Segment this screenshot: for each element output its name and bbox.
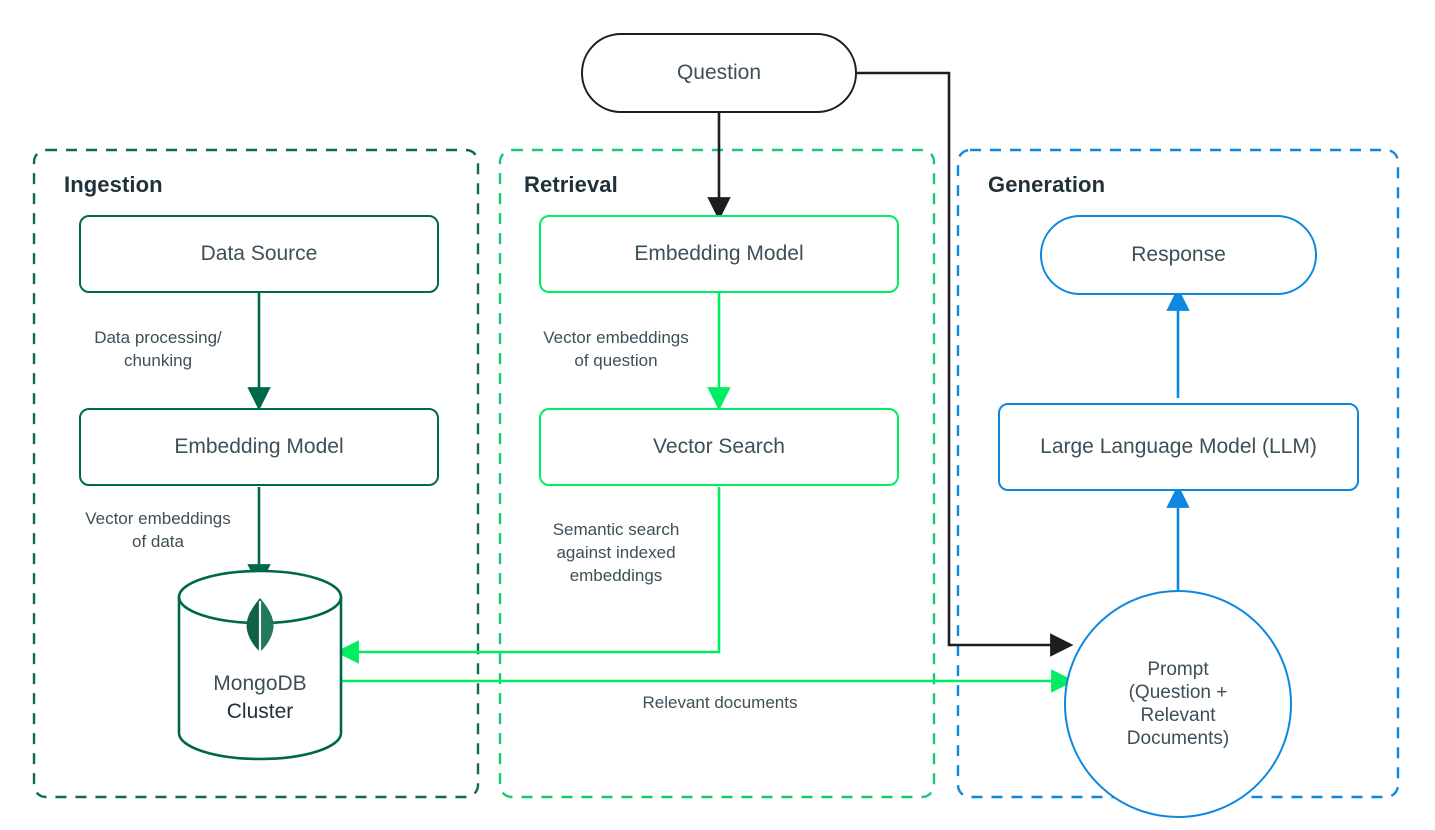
node-ingestion-embedding-model-label: Embedding Model bbox=[174, 435, 344, 459]
edge-label-vectors-question-line2: of question bbox=[574, 350, 658, 370]
node-prompt-line1: Prompt bbox=[1147, 658, 1209, 680]
edge-label-vectors-data-line1: Vector embeddings bbox=[85, 509, 231, 528]
node-llm-label: Large Language Model (LLM) bbox=[1040, 435, 1317, 459]
node-response-label: Response bbox=[1131, 243, 1226, 267]
edge-label-data-processing: Data processing/ chunking bbox=[60, 327, 256, 373]
node-prompt-line3: Relevant bbox=[1140, 705, 1216, 726]
section-frame-retrieval bbox=[498, 148, 936, 799]
edge-label-vector-embeddings-of-data: Vector embeddings of data bbox=[56, 508, 260, 554]
node-data-source[interactable]: Data Source bbox=[79, 215, 439, 293]
node-response[interactable]: Response bbox=[1040, 215, 1317, 295]
node-mongodb-name: MongoDB bbox=[213, 672, 307, 695]
edge-label-vectors-question-line1: Vector embeddings bbox=[543, 328, 689, 347]
node-question-label: Question bbox=[676, 61, 762, 85]
section-title-retrieval: Retrieval bbox=[524, 172, 618, 197]
node-prompt-text: Prompt (Question + Relevant Documents) bbox=[1127, 658, 1229, 751]
node-vector-search[interactable]: Vector Search bbox=[539, 408, 899, 486]
edge-label-semantic-line3: embeddings bbox=[569, 565, 663, 585]
connector-vectorsearch-to-mongodb bbox=[335, 487, 721, 664]
edge-label-semantic-line2: against indexed bbox=[556, 542, 676, 562]
section-title-generation: Generation bbox=[988, 172, 1106, 197]
node-mongodb-cluster[interactable]: MongoDB Cluster bbox=[179, 672, 341, 723]
edge-label-relevant-documents: Relevant documents bbox=[642, 693, 798, 712]
section-frame-ingestion bbox=[32, 148, 480, 799]
node-prompt[interactable]: Prompt (Question + Relevant Documents) bbox=[1064, 590, 1292, 818]
connector-question-to-prompt bbox=[857, 71, 1074, 657]
node-data-source-label: Data Source bbox=[200, 242, 318, 266]
edge-label-semantic-line1: Semantic search bbox=[552, 520, 680, 539]
mongodb-cluster-shape bbox=[177, 569, 343, 761]
edge-label-data-processing-line2: chunking bbox=[123, 350, 193, 370]
node-retrieval-embedding-model-label: Embedding Model bbox=[634, 242, 804, 266]
edge-label-vector-embeddings-of-question: Vector embeddings of question bbox=[518, 327, 714, 373]
edge-label-vectors-data-line2: of data bbox=[132, 531, 184, 551]
node-llm[interactable]: Large Language Model (LLM) bbox=[998, 403, 1359, 491]
node-question[interactable]: Question bbox=[581, 33, 857, 113]
node-ingestion-embedding-model[interactable]: Embedding Model bbox=[79, 408, 439, 486]
node-vector-search-label: Vector Search bbox=[653, 435, 785, 459]
node-prompt-line2: (Question + bbox=[1128, 681, 1228, 703]
edge-label-semantic-search: Semantic search against indexed embeddin… bbox=[518, 519, 714, 587]
node-retrieval-embedding-model[interactable]: Embedding Model bbox=[539, 215, 899, 293]
mongodb-leaf-icon bbox=[246, 598, 274, 658]
section-title-ingestion: Ingestion bbox=[64, 172, 163, 197]
node-prompt-line4: Documents) bbox=[1126, 728, 1230, 750]
edge-label-data-processing-line1: Data processing/ bbox=[94, 328, 222, 347]
node-mongodb-sub: Cluster bbox=[226, 700, 294, 723]
